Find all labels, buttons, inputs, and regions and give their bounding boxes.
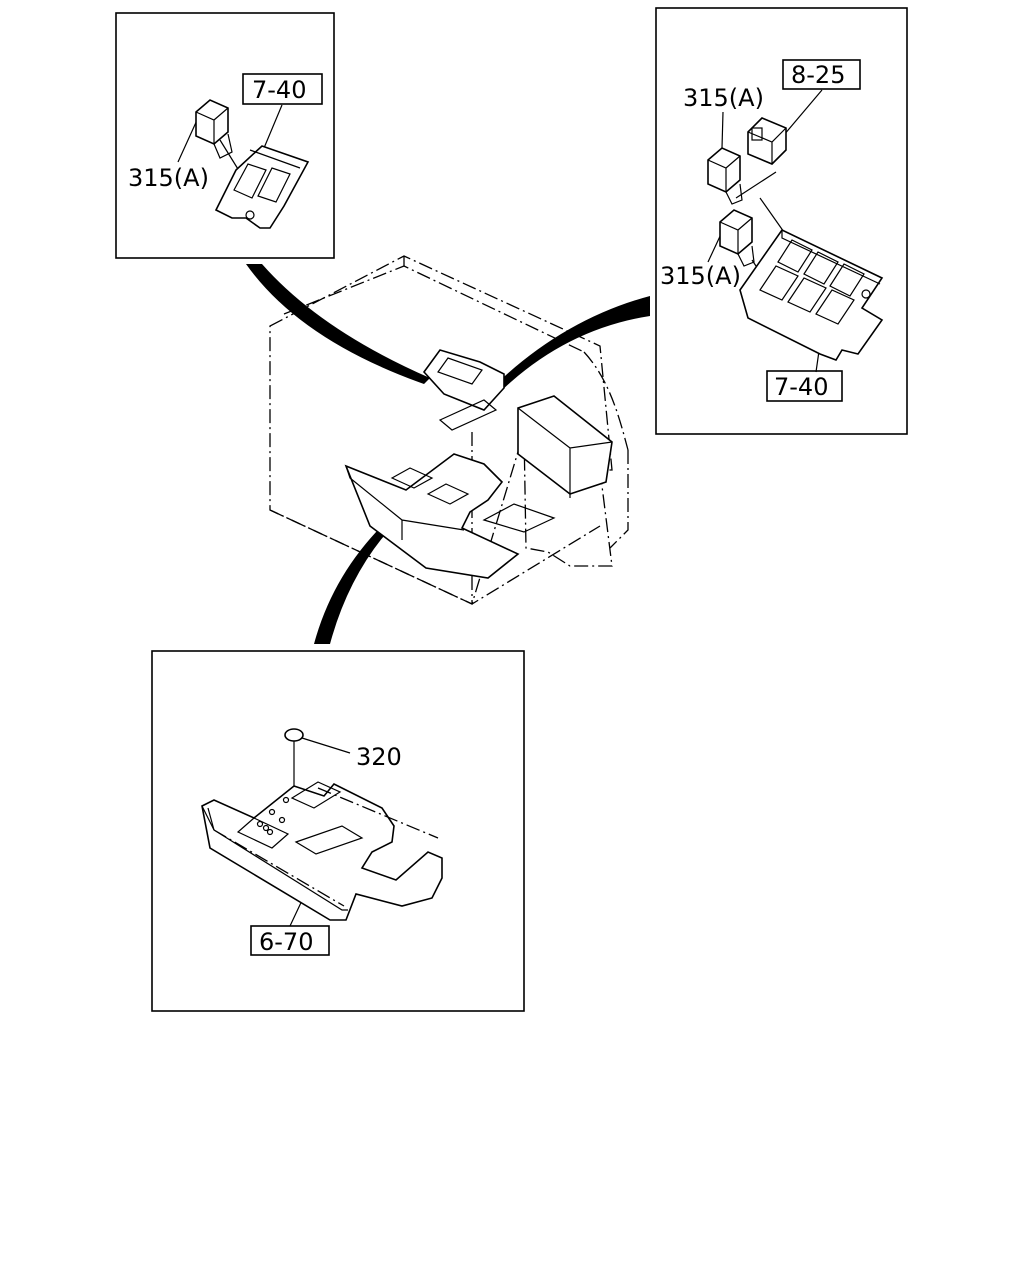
ref-label-8-25: 8-25 bbox=[791, 61, 845, 89]
wedge-bottom bbox=[314, 516, 398, 644]
grommet-part bbox=[284, 728, 304, 742]
ref-label-6-70: 6-70 bbox=[259, 928, 313, 956]
part-label-320: 320 bbox=[356, 743, 402, 771]
detail-box-top-right: 8-25 315(A) 315(A) 7-40 bbox=[655, 7, 908, 435]
part-label-315a-top-left: 315(A) bbox=[128, 164, 209, 192]
callout-wedges bbox=[246, 264, 650, 644]
ref-label-7-40-top-left: 7-40 bbox=[252, 76, 306, 104]
detail-box-bottom: 320 6-70 bbox=[151, 650, 525, 1012]
ref-box-8-25 bbox=[782, 59, 861, 90]
wedge-top-left bbox=[246, 264, 430, 384]
ref-label-7-40-top-right: 7-40 bbox=[774, 373, 828, 401]
bracket-top-left bbox=[214, 145, 310, 229]
vehicle-cab-overview bbox=[269, 255, 629, 605]
part-label-315a-top-right-lower: 315(A) bbox=[660, 262, 741, 290]
wedge-top-right bbox=[488, 296, 650, 400]
detail-box-top-left: 7-40 315(A) bbox=[115, 12, 335, 259]
clip-part-top-left bbox=[195, 99, 247, 183]
ref-box-7-40-top-left bbox=[242, 73, 323, 105]
connector-part bbox=[747, 117, 787, 165]
ref-box-7-40-top-right bbox=[766, 370, 843, 402]
floor-panel bbox=[201, 781, 443, 921]
clip-part-top-right-lower bbox=[719, 209, 773, 291]
part-label-315a-top-right-upper: 315(A) bbox=[683, 84, 764, 112]
relay-bracket bbox=[739, 228, 884, 361]
